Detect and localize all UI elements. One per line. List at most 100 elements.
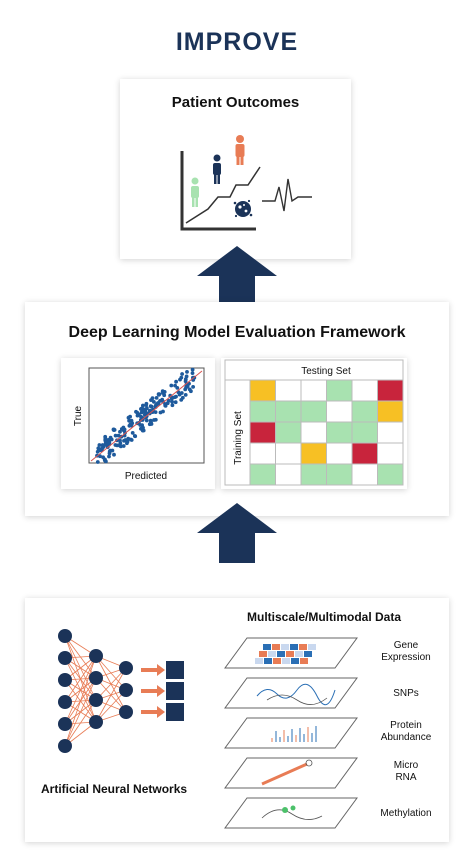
scatter-point bbox=[170, 403, 175, 408]
scatter-point bbox=[137, 412, 141, 417]
scatter-point bbox=[190, 367, 195, 372]
scatter-point bbox=[125, 441, 129, 446]
data-layer-label: Methylation bbox=[380, 808, 431, 819]
nn-edge bbox=[95, 667, 127, 723]
scatter-point bbox=[179, 398, 184, 402]
scatter-point bbox=[122, 427, 127, 432]
ann-label: Artificial Neural Networks bbox=[41, 782, 188, 796]
inputs-panel: Multiscale/Multimodal Data Artificial Ne… bbox=[25, 598, 449, 842]
data-layer: Methylation bbox=[224, 797, 432, 829]
scatter-point bbox=[100, 446, 104, 450]
scatter-point bbox=[130, 431, 135, 435]
scatter-point bbox=[162, 390, 167, 394]
scatter-point bbox=[158, 410, 163, 415]
matrix-card: Testing Set Training Set bbox=[221, 358, 407, 489]
scatter-point bbox=[95, 460, 100, 464]
matrix-cell bbox=[351, 442, 378, 465]
scatter-point bbox=[174, 379, 178, 384]
matrix-side-label: Training Set bbox=[233, 411, 244, 465]
matrix-cell bbox=[249, 421, 276, 444]
scatter-point bbox=[112, 452, 116, 457]
scatter-point bbox=[121, 444, 126, 448]
nn-node bbox=[89, 715, 103, 729]
nn-node bbox=[58, 673, 72, 687]
person-icon-navy bbox=[213, 154, 221, 184]
scatter-xlabel: Predicted bbox=[125, 471, 167, 482]
matrix-cell bbox=[377, 442, 404, 465]
matrix-cell bbox=[351, 463, 378, 486]
scatter-point bbox=[122, 438, 126, 443]
matrix-cell bbox=[326, 379, 353, 402]
scatter-point bbox=[158, 399, 162, 403]
cell-icon bbox=[233, 199, 253, 218]
scatter-point bbox=[97, 443, 102, 447]
nn-node bbox=[119, 705, 133, 719]
scatter-point bbox=[138, 423, 143, 427]
matrix-cell bbox=[326, 463, 353, 486]
scatter-point bbox=[187, 387, 192, 392]
nn-node bbox=[58, 739, 72, 753]
scatter-point bbox=[184, 385, 188, 390]
scatter-point bbox=[106, 440, 111, 445]
scatter-point bbox=[128, 414, 132, 419]
up-arrow-2 bbox=[197, 503, 277, 563]
matrix-cell bbox=[275, 400, 302, 423]
heartbeat-line bbox=[262, 178, 312, 212]
matrix-cell bbox=[351, 379, 378, 402]
nn-node bbox=[119, 661, 133, 675]
patient-outcomes-illustration bbox=[180, 135, 312, 231]
scatter-point bbox=[126, 436, 131, 441]
scatter-point bbox=[183, 393, 188, 397]
training-testing-matrix: Testing Set Training Set bbox=[224, 359, 404, 486]
matrix-top-label: Testing Set bbox=[301, 366, 351, 377]
matrix-cell bbox=[326, 442, 353, 465]
multimodal-data-title: Multiscale/Multimodal Data bbox=[247, 610, 402, 624]
matrix-cell bbox=[300, 421, 327, 444]
scatter-point bbox=[107, 454, 111, 459]
patient-outcomes-title: Patient Outcomes bbox=[171, 94, 300, 111]
scatter-point bbox=[118, 429, 122, 434]
nn-node bbox=[119, 683, 133, 697]
matrix-cell bbox=[351, 421, 378, 444]
person-icon-green bbox=[191, 177, 199, 207]
matrix-cell bbox=[275, 421, 302, 444]
patient-outcomes-panel: Patient Outcomes bbox=[120, 79, 351, 259]
nn-edge bbox=[64, 655, 97, 747]
matrix-cell bbox=[249, 400, 276, 423]
matrix-cell bbox=[300, 400, 327, 423]
scatter-point bbox=[119, 427, 124, 431]
nn-edge bbox=[64, 655, 97, 703]
scatter-plot-card: True Predicted bbox=[61, 358, 215, 489]
scatter-point bbox=[173, 383, 177, 388]
matrix-cell bbox=[300, 463, 327, 486]
scatter-point bbox=[152, 418, 156, 422]
scatter-point bbox=[180, 372, 184, 376]
scatter-plot: True Predicted bbox=[73, 367, 205, 482]
scatter-point bbox=[169, 383, 174, 388]
scatter-point bbox=[118, 438, 122, 443]
scatter-point bbox=[147, 408, 152, 413]
scatter-point bbox=[103, 438, 108, 442]
scatter-point bbox=[127, 418, 131, 423]
scatter-point bbox=[132, 434, 137, 438]
scatter-point bbox=[109, 437, 114, 442]
nn-edge bbox=[64, 677, 97, 747]
scatter-ylabel: True bbox=[73, 405, 84, 426]
scatter-point bbox=[144, 403, 148, 407]
scatter-point bbox=[141, 403, 145, 408]
scatter-point bbox=[149, 398, 153, 402]
scatter-point bbox=[128, 422, 133, 427]
data-layer: SNPs bbox=[224, 677, 419, 709]
scatter-point bbox=[183, 377, 188, 381]
up-arrow-1 bbox=[197, 246, 277, 306]
scatter-point bbox=[144, 418, 149, 423]
scatter-point bbox=[163, 403, 168, 408]
matrix-cell bbox=[275, 379, 302, 402]
matrix-cell bbox=[275, 442, 302, 465]
scatter-point bbox=[152, 400, 156, 404]
